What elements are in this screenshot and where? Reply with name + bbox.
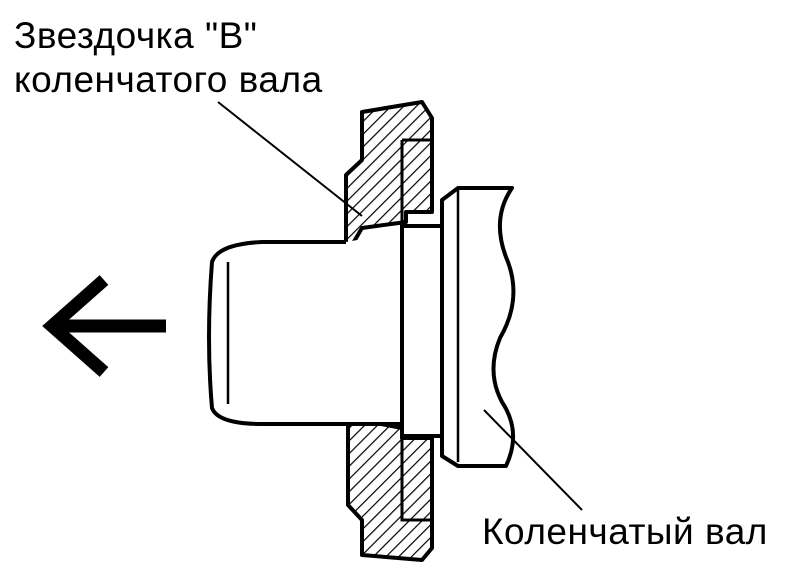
sprocket-label: Звездочка "B" коленчатого вала	[14, 14, 323, 102]
sprocket-label-line2: коленчатого вала	[14, 59, 323, 100]
sprocket-section-upper	[344, 100, 434, 247]
crankshaft-label: Коленчатый вал	[482, 511, 768, 552]
leader-line-sprocket	[217, 101, 363, 217]
sprocket-section-lower	[346, 406, 434, 562]
leader-line-crankshaft	[483, 409, 583, 511]
crankshaft-nose	[207, 232, 404, 426]
arrow-left-icon	[42, 275, 166, 377]
sprocket-label-line1: Звездочка "B"	[14, 15, 258, 56]
crankshaft-collar	[400, 224, 444, 438]
sprocket-inner-rim	[400, 138, 432, 522]
crankshaft-body	[440, 186, 516, 468]
